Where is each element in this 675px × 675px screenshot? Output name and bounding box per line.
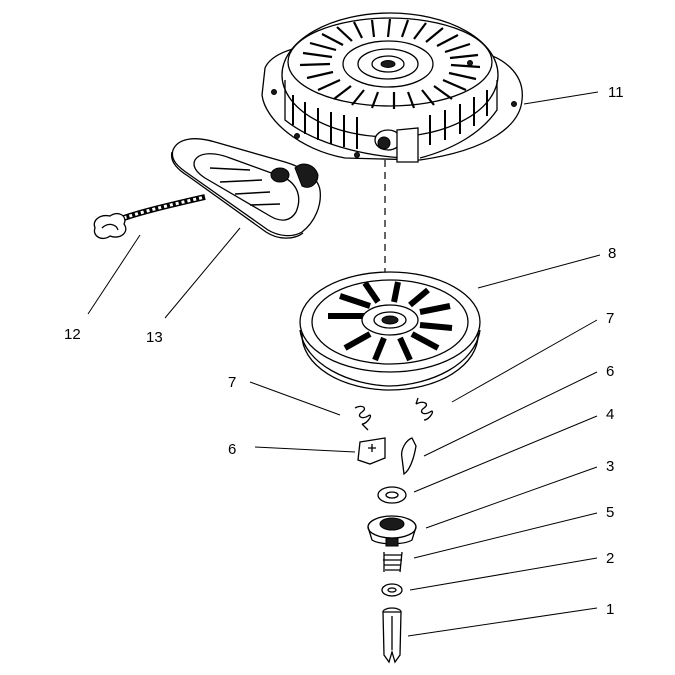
callout-3: 3	[606, 458, 614, 475]
retainer	[367, 515, 417, 547]
callout-4: 4	[606, 406, 614, 423]
leader-lines	[87, 91, 601, 637]
callout-6-right: 6	[606, 363, 614, 380]
pawl-spring-left	[354, 405, 372, 431]
center-pin	[382, 607, 402, 664]
pawl-right	[400, 437, 417, 476]
starter-housing	[261, 12, 523, 163]
callout-11: 11	[608, 84, 624, 101]
brake-spring	[383, 551, 403, 573]
callout-5: 5	[606, 504, 614, 521]
callout-8: 8	[608, 245, 616, 262]
starter-rope	[93, 194, 206, 240]
callout-7-right: 7	[606, 310, 614, 327]
callout-2: 2	[606, 550, 614, 567]
callout-12: 12	[64, 326, 81, 343]
callout-13: 13	[146, 329, 163, 346]
rope-pulley	[299, 271, 481, 391]
callout-labels: 11 8 7 7 6 6 4 3 5 2 1 12 13	[64, 84, 624, 618]
pawl-spring-right	[415, 397, 434, 421]
callout-6-left: 6	[228, 441, 236, 458]
washer	[377, 486, 407, 504]
starter-handle	[170, 138, 321, 239]
callout-7-left: 7	[228, 374, 236, 391]
small-washer	[381, 583, 403, 597]
callout-1: 1	[606, 601, 614, 618]
pawl-left	[357, 437, 386, 465]
